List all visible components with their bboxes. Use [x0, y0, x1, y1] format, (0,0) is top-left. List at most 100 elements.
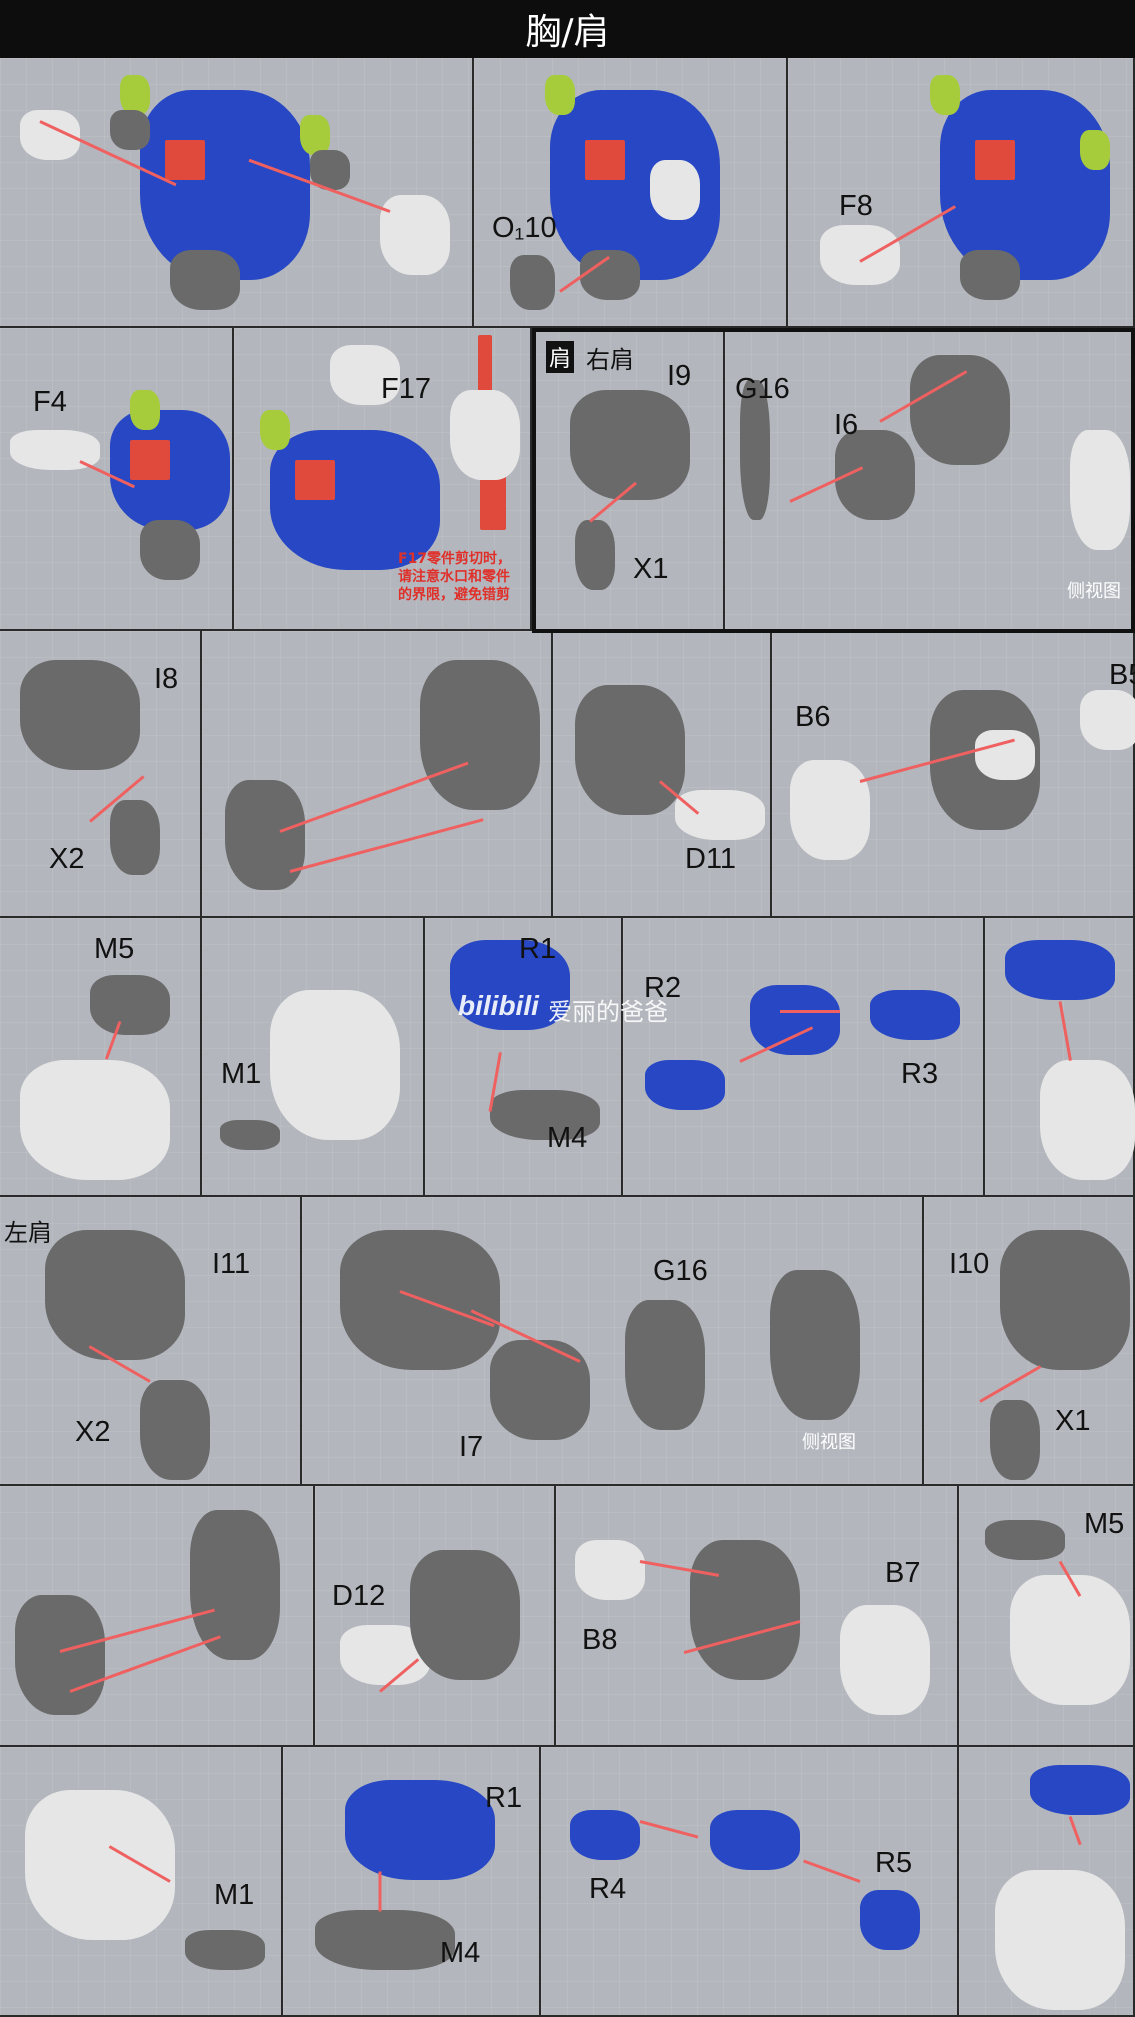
- gray-model-part: [15, 1595, 105, 1715]
- part-label-b6: B6: [795, 701, 831, 733]
- gray-model-part: [575, 520, 615, 590]
- part-label-b7: B7: [885, 1557, 921, 1589]
- part-label-r5: R5: [875, 1847, 913, 1879]
- gray-model-part: [185, 1930, 265, 1970]
- white-model-part: [650, 160, 700, 220]
- watermark-logo: bilibili: [458, 990, 539, 1021]
- green-model-part: [120, 75, 150, 115]
- gray-model-part: [575, 685, 685, 815]
- side-view-label: 侧视图: [1067, 581, 1121, 602]
- white-model-part: [840, 1605, 930, 1715]
- blue-model-part: [1030, 1765, 1130, 1815]
- part-label-x1: X1: [1055, 1405, 1091, 1437]
- white-model-part: [330, 345, 400, 405]
- instruction-panel-r7-c2: [283, 1747, 541, 2017]
- blue-model-part: [710, 1810, 800, 1870]
- part-label-g16: G16: [653, 1255, 708, 1287]
- green-model-part: [260, 410, 290, 450]
- part-label-b8: B8: [582, 1624, 618, 1656]
- section-badge: 肩: [546, 341, 575, 373]
- white-model-part: [1080, 690, 1135, 750]
- blue-model-part: [645, 1060, 725, 1110]
- part-label-r1: R1: [485, 1782, 523, 1814]
- blue-model-part: [870, 990, 960, 1040]
- red-model-part: [478, 335, 492, 405]
- gray-model-part: [690, 1540, 800, 1680]
- part-label-i6: I6: [834, 409, 859, 441]
- part-label-r2: R2: [644, 972, 682, 1004]
- assembly-arrow: [378, 1871, 382, 1912]
- blue-model-part: [345, 1780, 495, 1880]
- part-label-m5: M5: [1084, 1508, 1125, 1540]
- part-label-f4: F4: [33, 386, 67, 418]
- gray-model-part: [190, 1510, 280, 1660]
- part-label-x1: X1: [633, 553, 669, 585]
- part-label-o110: O₁10: [492, 212, 557, 244]
- part-label-m4: M4: [440, 1937, 481, 1969]
- gray-model-part: [140, 1380, 210, 1480]
- white-model-part: [1040, 1060, 1135, 1180]
- part-label-b5: B5: [1109, 659, 1135, 691]
- gray-model-part: [625, 1300, 705, 1430]
- white-model-part: [380, 195, 450, 275]
- section-title-left-shoulder: 左肩: [4, 1219, 52, 1247]
- part-label-r3: R3: [901, 1058, 939, 1090]
- red-model-part: [975, 140, 1015, 180]
- blue-model-part: [860, 1890, 920, 1950]
- gray-model-part: [90, 975, 170, 1035]
- part-label-i11: I11: [212, 1248, 251, 1280]
- green-model-part: [930, 75, 960, 115]
- gray-model-part: [985, 1520, 1065, 1560]
- gray-model-part: [490, 1090, 600, 1140]
- gray-model-part: [580, 250, 640, 300]
- red-model-part: [585, 140, 625, 180]
- gray-model-part: [1000, 1230, 1130, 1370]
- part-label-i9: I9: [667, 360, 692, 392]
- part-label-d12: D12: [332, 1580, 386, 1612]
- part-label-r1: R1: [519, 933, 557, 965]
- gray-model-part: [510, 255, 555, 310]
- part-label-f8: F8: [839, 190, 873, 222]
- gray-model-part: [490, 1340, 590, 1440]
- side-view-label: 侧视图: [802, 1432, 856, 1453]
- assembly-arrow: [780, 1010, 840, 1013]
- white-model-part: [20, 1060, 170, 1180]
- gray-model-part: [315, 1910, 455, 1970]
- part-label-m1: M1: [214, 1879, 255, 1911]
- gray-model-part: [45, 1230, 185, 1360]
- blue-model-part: [750, 985, 840, 1055]
- part-label-x2: X2: [75, 1416, 111, 1448]
- green-model-part: [545, 75, 575, 115]
- white-model-part: [790, 760, 870, 860]
- blue-model-part: [110, 410, 230, 530]
- gray-model-part: [770, 1270, 860, 1420]
- gray-model-part: [740, 380, 770, 520]
- gray-model-part: [140, 520, 200, 580]
- white-model-part: [270, 990, 400, 1140]
- page-title: 胸/肩: [0, 0, 1135, 58]
- note-line: 的界限，避免错剪: [398, 587, 510, 603]
- instruction-panel-r4-c4: [623, 918, 985, 1197]
- gray-model-part: [910, 355, 1010, 465]
- red-model-part: [165, 140, 205, 180]
- green-model-part: [300, 115, 330, 155]
- gray-model-part: [220, 1120, 280, 1150]
- blue-model-part: [940, 90, 1110, 280]
- gray-model-part: [960, 250, 1020, 300]
- white-model-part: [450, 390, 520, 480]
- part-label-r4: R4: [589, 1873, 627, 1905]
- blue-model-part: [450, 940, 570, 1030]
- blue-model-part: [140, 90, 310, 280]
- green-model-part: [130, 390, 160, 430]
- instruction-panel-r7-c3: [541, 1747, 959, 2017]
- part-label-i10: I10: [949, 1248, 990, 1280]
- white-model-part: [975, 730, 1035, 780]
- gray-model-part: [170, 250, 240, 310]
- white-model-part: [675, 790, 765, 840]
- gray-model-part: [110, 110, 150, 150]
- part-label-x2: X2: [49, 843, 85, 875]
- part-label-m1: M1: [221, 1058, 262, 1090]
- note-line: 请注意水口和零件: [398, 569, 510, 585]
- part-label-f17: F17: [381, 373, 431, 405]
- gray-model-part: [990, 1400, 1040, 1480]
